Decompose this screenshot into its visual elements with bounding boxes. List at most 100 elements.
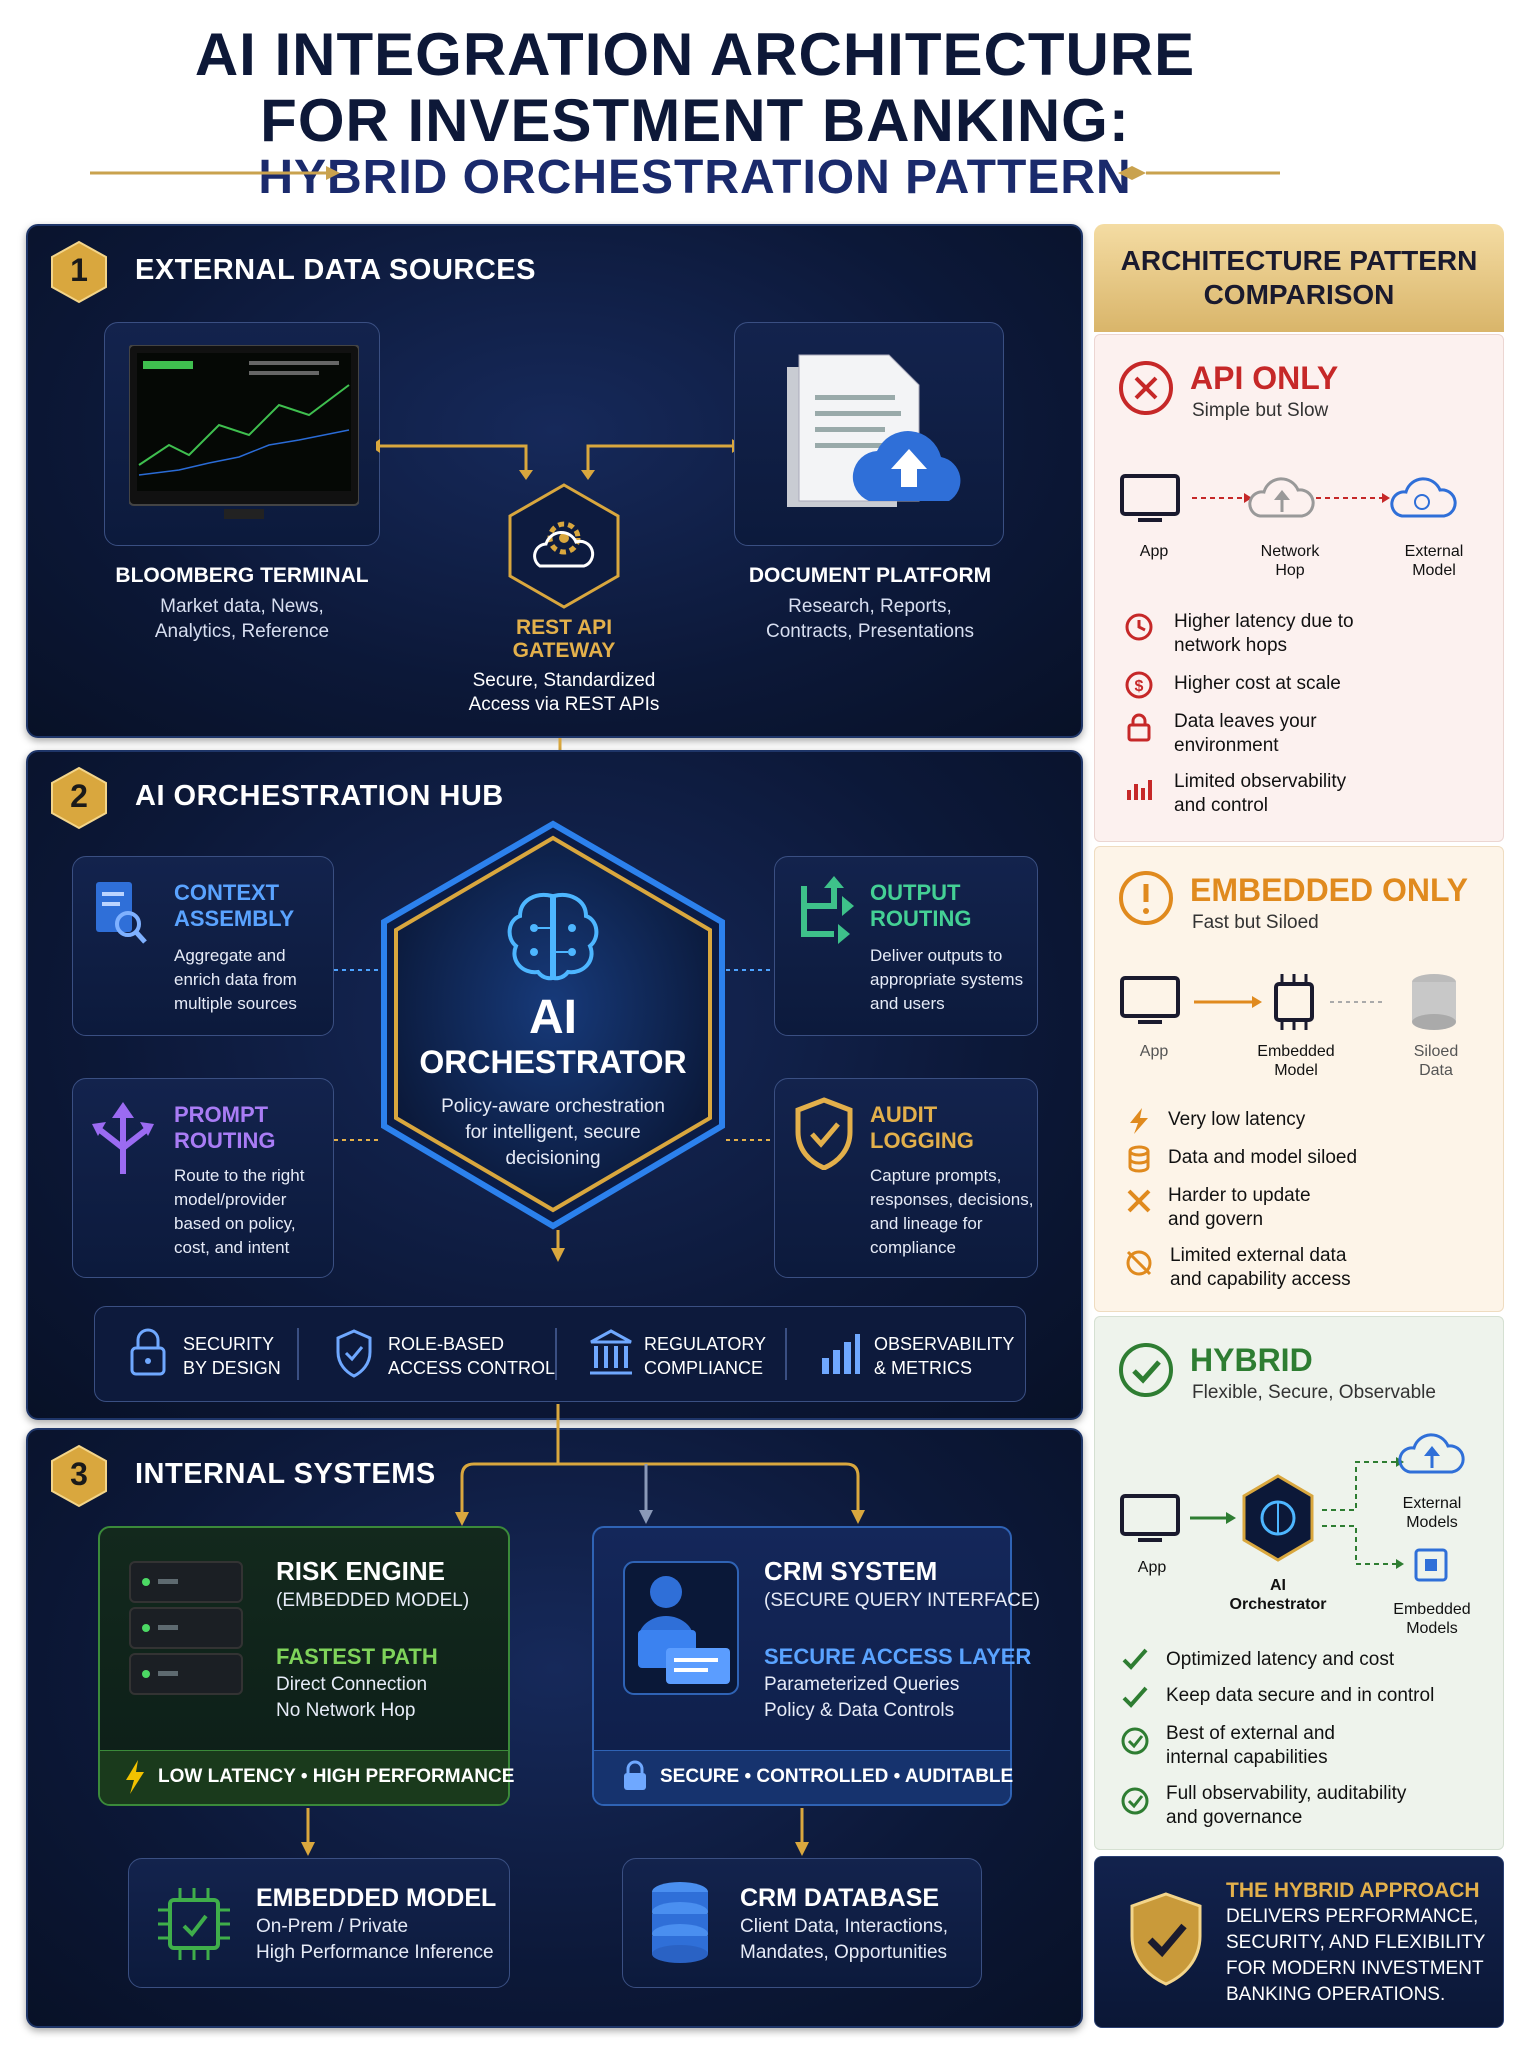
section-2-number: 2 <box>70 778 88 814</box>
api-only-flow <box>1120 474 1457 522</box>
output-title-2: ROUTING <box>870 906 972 931</box>
context-desc-3: multiple sources <box>174 994 297 1013</box>
prompt-desc-3: based on policy, <box>174 1214 296 1233</box>
risk-engine-subtitle: (EMBEDDED MODEL) <box>276 1590 470 1611</box>
connector-crm-db <box>795 1808 809 1856</box>
check-circle-icon <box>1119 1343 1173 1397</box>
summary-line-4: FOR MODERN INVESTMENT <box>1226 1958 1484 1979</box>
orchestrator-desc-3: decisioning <box>505 1148 601 1169</box>
summary-line-1: THE HYBRID APPROACH <box>1226 1879 1480 1902</box>
crm-database-desc-1: Client Data, Interactions, <box>740 1916 949 1937</box>
hybrid-point-4-line-1: Full observability, auditability <box>1166 1783 1407 1804</box>
prompt-desc-4: cost, and intent <box>174 1238 290 1257</box>
embedded-label-siloed-1: Siloed <box>1413 1043 1459 1060</box>
prompt-title-2: ROUTING <box>174 1128 276 1153</box>
hybrid-label-ai-2: Orchestrator <box>1229 1596 1327 1613</box>
section-1-number: 1 <box>70 252 88 288</box>
connector-risk-embedded <box>301 1808 315 1856</box>
feature-3-line-2: COMPLIANCE <box>644 1358 764 1378</box>
exclamation-circle-icon <box>1119 871 1173 925</box>
hybrid-box <box>1094 1316 1504 1850</box>
embedded-only-flow <box>1120 974 1456 1030</box>
comparison-header-line-1: ARCHITECTURE PATTERN <box>1120 245 1478 276</box>
feature-2-line-2: ACCESS CONTROL <box>388 1358 556 1378</box>
hybrid-point-3-line-2: internal capabilities <box>1166 1747 1328 1768</box>
risk-desc-2: No Network Hop <box>276 1700 416 1721</box>
embedded-point-2-line-1: Data and model siloed <box>1168 1147 1358 1168</box>
embedded-label-model-1: Embedded <box>1257 1043 1335 1060</box>
output-routing-card <box>774 856 1038 1036</box>
section-2-badge <box>51 766 107 830</box>
chip-icon <box>158 1888 230 1960</box>
hub-dotted-links <box>334 969 774 1141</box>
embedded-point-4-line-2: and capability access <box>1170 1269 1351 1290</box>
lock-icon <box>130 1328 166 1376</box>
bloomberg-desc-1: Market data, News, <box>160 596 324 617</box>
feature-1-line-1: SECURITY <box>183 1334 275 1354</box>
api-only-subtitle: Simple but Slow <box>1192 400 1329 421</box>
lock-red-icon <box>1127 713 1151 742</box>
api-point-3-line-1: Data leaves your <box>1174 711 1317 732</box>
feature-1-line-2: BY DESIGN <box>183 1358 281 1378</box>
prompt-title-1: PROMPT <box>174 1102 269 1127</box>
crm-footer-text: SECURE • CONTROLLED • AUDITABLE <box>660 1766 1014 1787</box>
output-desc-2: appropriate systems <box>870 970 1024 989</box>
bank-building-icon <box>590 1329 632 1375</box>
crm-database-desc-2: Mandates, Opportunities <box>740 1942 948 1963</box>
comparison-header-line-2: COMPARISON <box>1203 279 1395 310</box>
audit-logging-card <box>774 1078 1038 1278</box>
feature-2-line-1: ROLE-BASED <box>388 1334 505 1354</box>
document-desc-2: Contracts, Presentations <box>765 621 975 642</box>
risk-footer-bar <box>100 1750 508 1804</box>
feature-dividers <box>297 1328 787 1380</box>
crm-subtitle: (SECURE QUERY INTERFACE) <box>764 1590 1040 1611</box>
chart-down-icon <box>1127 780 1152 800</box>
document-desc-1: Research, Reports, <box>788 596 952 617</box>
risk-footer-text: LOW LATENCY • HIGH PERFORMANCE <box>158 1766 515 1787</box>
hybrid-subtitle: Flexible, Secure, Observable <box>1192 1382 1436 1403</box>
hybrid-point-4-line-2: and governance <box>1166 1807 1303 1828</box>
feature-3-line-1: REGULATORY <box>644 1334 767 1354</box>
section-1-title: EXTERNAL DATA SOURCES <box>135 254 536 286</box>
risk-engine-title: RISK ENGINE <box>276 1556 446 1586</box>
bloomberg-card <box>104 322 380 546</box>
check-lightning-icon <box>1122 1648 1148 1670</box>
summary-line-2: DELIVERS PERFORMANCE, <box>1226 1906 1479 1927</box>
title-divider <box>90 166 1280 180</box>
audit-title-1: AUDIT <box>870 1102 938 1127</box>
hybrid-flow <box>1120 1433 1465 1582</box>
gold-shield-icon <box>1130 1892 1202 1986</box>
output-desc-3: and users <box>870 994 945 1013</box>
gateway-title-1: REST API <box>515 616 613 639</box>
shield-check-icon <box>795 1097 853 1170</box>
gateway-connector-arrows <box>376 439 736 480</box>
orchestrator-desc-1: Policy-aware orchestration <box>441 1096 665 1117</box>
document-cloud-icon <box>787 354 961 507</box>
hybrid-title: HYBRID <box>1190 1342 1313 1378</box>
prompt-routing-card <box>72 1078 334 1278</box>
summary-line-5: BANKING OPERATIONS. <box>1226 1984 1446 2005</box>
bloomberg-title: BLOOMBERG TERMINAL <box>115 564 369 587</box>
audit-desc-2: responses, decisions, <box>870 1190 1034 1209</box>
crm-user-icon <box>623 1561 739 1695</box>
hybrid-label-embedded-2: Models <box>1406 1620 1458 1637</box>
embedded-point-3-line-2: and govern <box>1168 1209 1264 1230</box>
audit-title-2: LOGGING <box>870 1128 974 1153</box>
audit-desc-1: Capture prompts, <box>870 1166 1002 1185</box>
hybrid-label-external-1: External <box>1402 1495 1462 1512</box>
document-title: DOCUMENT PLATFORM <box>748 564 992 587</box>
dollar-icon: $ <box>1125 671 1153 699</box>
embedded-point-3-line-1: Harder to update <box>1168 1185 1311 1206</box>
api-label-external-1: External <box>1404 543 1464 560</box>
feature-bar <box>94 1306 1026 1402</box>
api-point-2-line-1: Higher cost at scale <box>1174 673 1341 694</box>
shield-check-small-icon <box>336 1329 372 1378</box>
api-label-network-1: Network <box>1260 543 1320 560</box>
api-label-network-2: Hop <box>1275 562 1305 579</box>
no-access-icon <box>1126 1250 1152 1276</box>
hybrid-label-ai-1: AI <box>1270 1577 1286 1594</box>
database-orange-icon <box>1128 1145 1150 1173</box>
check-circle-small-icon-2 <box>1121 1787 1149 1815</box>
hybrid-point-2-line-1: Keep data secure and in control <box>1166 1685 1435 1706</box>
feature-4-line-1: OBSERVABILITY <box>874 1334 1015 1354</box>
